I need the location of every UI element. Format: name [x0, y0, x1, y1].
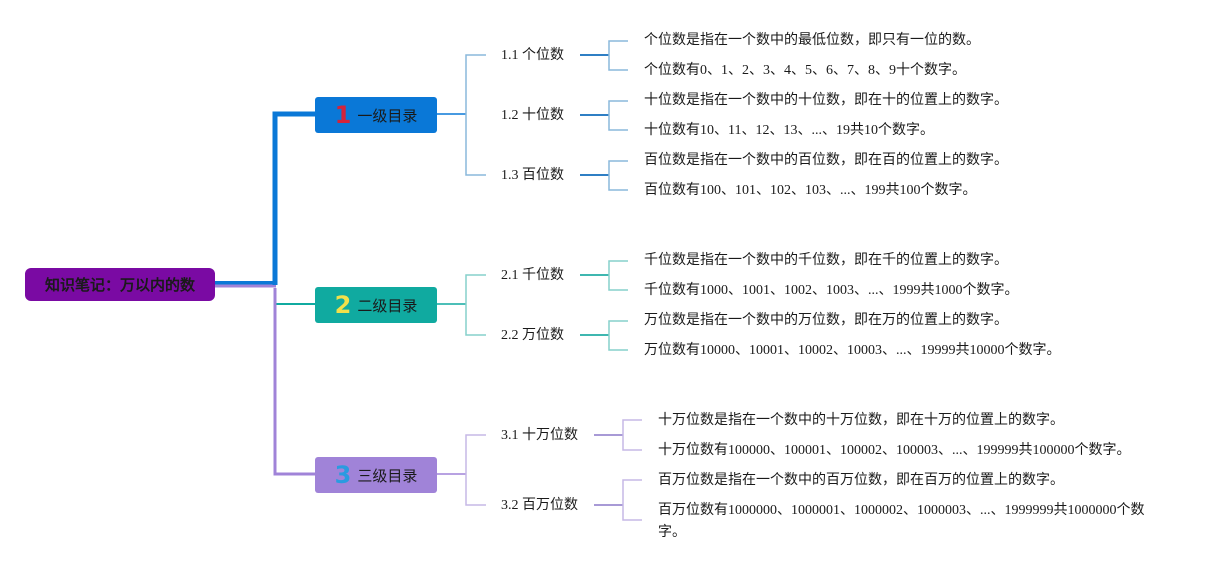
number-2-icon: 2 — [334, 291, 352, 319]
topic-label: 三级目录 — [357, 466, 418, 485]
leaf-note[interactable]: 万位数是指在一个数中的万位数，即在万的位置上的数字。 — [644, 313, 1008, 328]
b2-bracket — [465, 274, 486, 336]
b2-c1-bracket — [608, 260, 628, 291]
leaf-note[interactable]: 十万位数有100000、100001、100002、100003、...、199… — [658, 443, 1131, 458]
subtopic-3-1[interactable]: 3.1 十万位数 — [501, 428, 578, 443]
leaf-note[interactable]: 千位数是指在一个数中的千位数，即在千的位置上的数字。 — [644, 253, 1008, 268]
subtopic-2-1[interactable]: 2.1 千位数 — [501, 268, 564, 283]
leaf-note[interactable]: 千位数有1000、1001、1002、1003、...、1999共1000个数字… — [644, 283, 1019, 298]
subtopic-1-2[interactable]: 1.2 十位数 — [501, 108, 564, 123]
b3-c2-bracket — [622, 479, 642, 521]
leaf-note[interactable]: 十位数是指在一个数中的十位数，即在十的位置上的数字。 — [644, 93, 1008, 108]
subtopic-1-1[interactable]: 1.1 个位数 — [501, 48, 564, 63]
b3-c1-bracket — [622, 419, 642, 451]
number-1-icon: 1 — [334, 101, 352, 129]
topic-level-3[interactable]: 3 三级目录 — [315, 457, 437, 493]
leaf-note[interactable]: 十位数有10、11、12、13、...、19共10个数字。 — [644, 123, 934, 138]
b1-c2-bracket — [608, 100, 628, 131]
subtopic-1-3[interactable]: 1.3 百位数 — [501, 168, 564, 183]
b1-bracket — [465, 54, 486, 176]
number-3-icon: 3 — [334, 461, 352, 489]
branch-3-connector — [273, 288, 315, 476]
b1-c1-bracket — [608, 40, 628, 71]
subtopic-3-2[interactable]: 3.2 百万位数 — [501, 498, 578, 513]
b2-c2-bracket — [608, 320, 628, 351]
topic-level-2[interactable]: 2 二级目录 — [315, 287, 437, 323]
leaf-note[interactable]: 百位数有100、101、102、103、...、199共100个数字。 — [644, 183, 977, 198]
leaf-note[interactable]: 个位数有0、1、2、3、4、5、6、7、8、9十个数字。 — [644, 63, 966, 78]
leaf-note[interactable]: 百万位数有1000000、1000001、1000002、1000003、...… — [658, 503, 1145, 540]
b1-c3-bracket — [608, 160, 628, 191]
topic-label: 一级目录 — [357, 106, 418, 125]
b3-bracket — [465, 434, 486, 506]
leaf-note[interactable]: 百位数是指在一个数中的百位数，即在百的位置上的数字。 — [644, 153, 1008, 168]
leaf-note[interactable]: 个位数是指在一个数中的最低位数，即只有一位的数。 — [644, 33, 980, 48]
topic-level-1[interactable]: 1 一级目录 — [315, 97, 437, 133]
leaf-note[interactable]: 百万位数是指在一个数中的百万位数，即在百万的位置上的数字。 — [658, 473, 1064, 488]
topic-label: 二级目录 — [357, 296, 418, 315]
branch-1-connector — [272, 111, 315, 285]
root-topic[interactable]: 知识笔记：万以内的数 — [25, 268, 215, 301]
leaf-note[interactable]: 万位数有10000、10001、10002、10003、...、19999共10… — [644, 343, 1061, 358]
leaf-note[interactable]: 十万位数是指在一个数中的十万位数，即在十万的位置上的数字。 — [658, 413, 1064, 428]
subtopic-2-2[interactable]: 2.2 万位数 — [501, 328, 564, 343]
